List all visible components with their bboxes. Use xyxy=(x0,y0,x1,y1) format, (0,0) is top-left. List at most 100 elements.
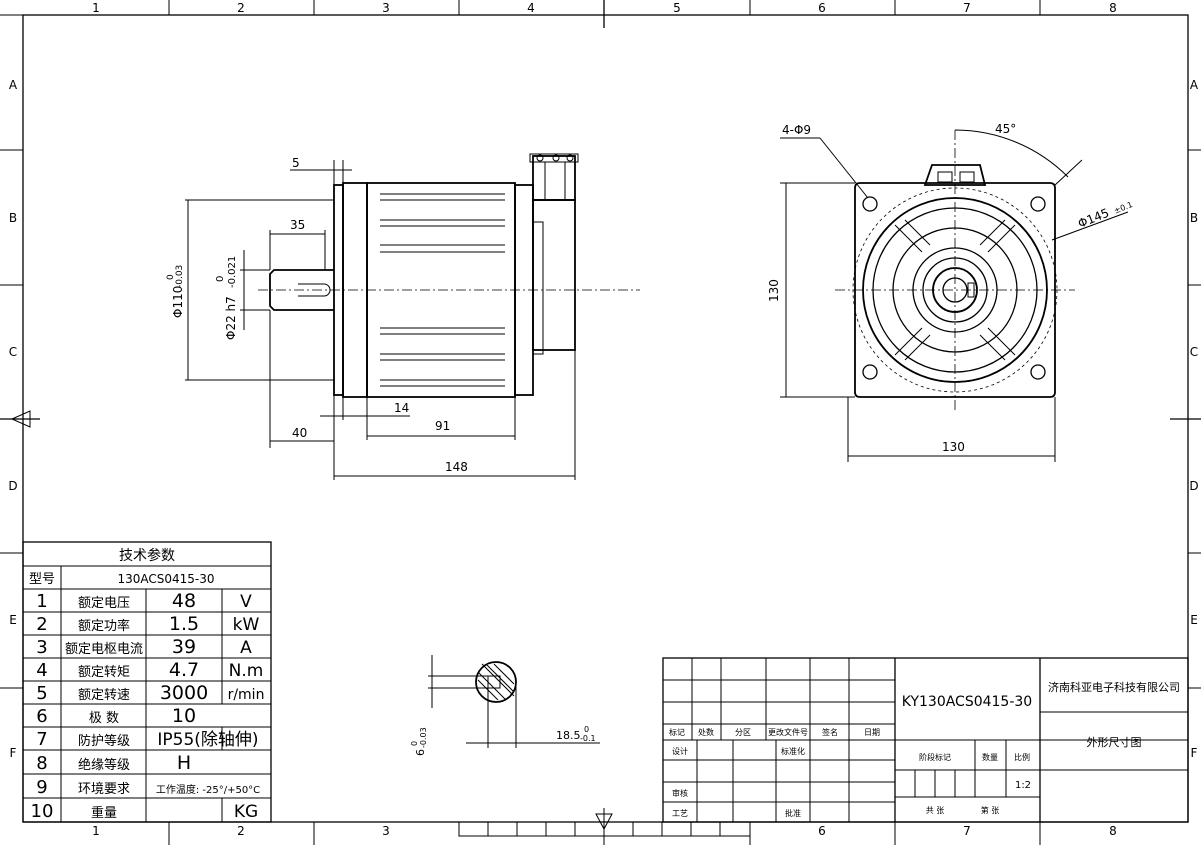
title-block-rev-headers: 标记 处数 分区 更改文件号 签名 日期 设计 标准化 审核 工艺 批准 阶段标… xyxy=(669,727,1030,818)
spec-row-name: 极 数 xyxy=(89,711,119,726)
col-label: 8 xyxy=(1109,1,1117,15)
svg-text:6: 6 xyxy=(414,749,427,756)
row-label: A xyxy=(1190,78,1199,92)
spec-row-value: 3000 xyxy=(160,682,208,704)
angle-label: 45° xyxy=(995,122,1016,136)
svg-text:Φ22 h7: Φ22 h7 xyxy=(224,296,238,340)
dim-91-label: 91 xyxy=(435,419,450,433)
spec-row-unit: A xyxy=(240,638,252,658)
rev-header: 日期 xyxy=(864,728,880,737)
spec-table-text: 技术参数 型号 130ACS0415-30 xyxy=(29,547,215,587)
row-label: E xyxy=(1190,613,1198,627)
spec-row-number: 3 xyxy=(36,637,47,658)
spec-row-unit: N.m xyxy=(229,661,264,681)
spec-row-name: 额定转速 xyxy=(78,688,130,703)
front-view-dimensions xyxy=(780,129,1129,462)
spec-row-name: 环境要求 xyxy=(78,782,130,797)
spec-row-name: 额定功率 xyxy=(78,618,130,634)
keyway-label: 18.5 xyxy=(556,729,581,742)
spec-row-number: 4 xyxy=(36,660,47,681)
row-label: F xyxy=(10,746,17,760)
col-label: 5 xyxy=(673,1,681,15)
spec-table xyxy=(22,541,272,823)
spec-row-value: 48 xyxy=(172,590,196,612)
svg-text:-0.03: -0.03 xyxy=(419,727,428,748)
spec-row-name: 防护等级 xyxy=(78,733,130,749)
dim-40-label: 40 xyxy=(292,426,307,440)
motor-side-view xyxy=(258,153,640,398)
spec-row-value: 10 xyxy=(172,705,196,727)
spec-row-value: 1.5 xyxy=(169,613,199,635)
spec-row-unit: V xyxy=(240,592,252,612)
col-label: 3 xyxy=(382,1,390,15)
spec-row-unit: r/min xyxy=(228,687,265,703)
model-label: 型号 xyxy=(29,572,55,587)
svg-text:130: 130 xyxy=(767,279,781,302)
scale-value: 1:2 xyxy=(1015,780,1031,791)
motor-front-view xyxy=(835,130,1075,410)
spec-row-number: 5 xyxy=(36,683,47,704)
sheet-no-label: 第 张 xyxy=(981,805,1000,815)
side-view-dim-labels: 5 35 Φ110 0 -0.03 Φ22 h7 0 -0.021 40 14 … xyxy=(166,156,468,474)
key-section-labels: 18.5 0 -0.1 6 0 -0.03 xyxy=(410,725,596,756)
col-label: 7 xyxy=(963,824,971,838)
spec-row-number: 8 xyxy=(36,753,47,774)
row-label: D xyxy=(1189,479,1198,493)
dim-phi110-label: Φ110 0 -0.03 xyxy=(166,265,185,318)
border-column-labels: 1 2 3 4 5 6 7 8 1 2 3 6 7 8 xyxy=(92,1,1117,838)
col-label: 6 xyxy=(818,824,826,838)
scale-label: 比例 xyxy=(1014,752,1030,762)
spec-row-number: 7 xyxy=(36,729,47,750)
spec-row-value: H xyxy=(177,752,191,774)
width-130-label: 130 xyxy=(942,440,965,454)
spec-row-name: 额定电枢电流 xyxy=(65,642,143,657)
spec-row-value: 工作温度: -25°/+50°C xyxy=(156,783,260,796)
spec-row-number: 9 xyxy=(36,777,47,798)
row-label: B xyxy=(9,211,17,225)
spec-row-number: 6 xyxy=(36,706,47,727)
dim-phi22-label: Φ22 h7 0 -0.021 xyxy=(215,256,238,340)
holes-label: 4-Φ9 xyxy=(782,123,811,137)
svg-text:Φ110: Φ110 xyxy=(171,286,185,318)
rev-header: 标记 xyxy=(669,727,685,737)
spec-row-value: 4.7 xyxy=(169,659,199,681)
row-label: A xyxy=(9,78,18,92)
col-label: 1 xyxy=(92,824,100,838)
dim-35-label: 35 xyxy=(290,218,305,232)
title-block xyxy=(662,657,1189,823)
pcd-label: Φ145 ±0.1 xyxy=(1076,200,1134,231)
keyway-tol-lower: -0.1 xyxy=(580,734,596,743)
spec-row-number: 1 xyxy=(36,591,47,612)
drawing-number: KY130ACS0415-30 xyxy=(902,694,1032,710)
title-block-main-text: KY130ACS0415-30 济南科亚电子科技有限公司 外形尺寸图 1:2 xyxy=(902,680,1180,791)
row-label: E xyxy=(9,613,17,627)
spec-row-number: 10 xyxy=(31,801,54,822)
height-130-label: 130 xyxy=(767,279,781,302)
model-value: 130ACS0415-30 xyxy=(117,572,214,586)
key-width-label: 6 0 -0.03 xyxy=(410,727,428,756)
svg-text:0: 0 xyxy=(166,274,176,280)
side-view-dimensions xyxy=(185,160,576,480)
spec-row-unit: kW xyxy=(233,615,260,635)
dim-14-label: 14 xyxy=(394,401,409,415)
standard-label: 标准化 xyxy=(781,746,805,756)
stage-label: 阶段标记 xyxy=(919,752,951,762)
dim-5-label: 5 xyxy=(292,156,300,170)
col-label: 1 xyxy=(92,1,100,15)
col-label: 2 xyxy=(237,824,245,838)
col-label: 2 xyxy=(237,1,245,15)
rev-header: 处数 xyxy=(698,727,714,737)
approve-label: 批准 xyxy=(785,808,801,818)
spec-row-value: 39 xyxy=(172,636,196,658)
col-label: 6 xyxy=(818,1,826,15)
svg-text:-0.03: -0.03 xyxy=(175,265,185,288)
spec-row-name: 额定电压 xyxy=(78,596,130,611)
row-label: C xyxy=(9,345,17,359)
rev-header: 签名 xyxy=(822,727,838,737)
row-label: D xyxy=(8,479,17,493)
row-label: C xyxy=(1190,345,1198,359)
keyway-tol-upper: 0 xyxy=(584,725,589,734)
